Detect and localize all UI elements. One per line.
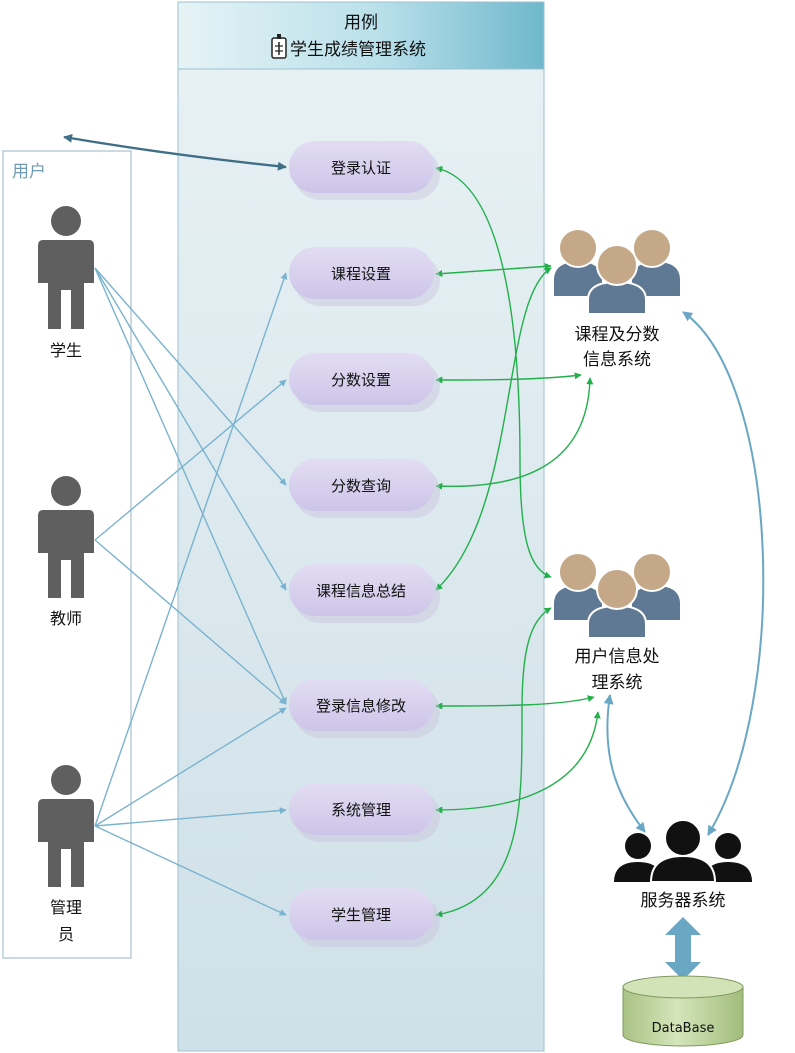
assoc-line: [94, 267, 287, 591]
person-icon: [38, 765, 94, 887]
database-cylinder: DataBase: [622, 975, 744, 1047]
course-system-label-2: 信息系统: [583, 350, 651, 370]
use-case-label: 登录认证: [331, 159, 391, 177]
server-line: [603, 694, 646, 833]
person-icon: [38, 476, 94, 598]
use-case-label: 分数设置: [331, 371, 391, 389]
assoc-line: [94, 807, 287, 827]
use-case-label: 分数查询: [331, 477, 391, 495]
assoc-line: [94, 539, 287, 705]
course-system-label-1: 课程及分数: [575, 325, 660, 345]
database-label: DataBase: [652, 1021, 715, 1036]
user-system-label-1: 用户信息处: [575, 647, 660, 667]
assoc-line: [94, 379, 287, 541]
system-associations: [435, 165, 601, 918]
assoc-line: [94, 267, 287, 486]
assoc-line: [63, 133, 287, 171]
use-case-label: 课程信息总结: [316, 582, 406, 600]
assoc-line: [94, 707, 287, 827]
use-case-course-settings[interactable]: 课程设置: [289, 247, 440, 306]
document-icon: [271, 34, 287, 59]
actor-associations: [63, 133, 288, 916]
system-name: 学生成绩管理系统: [290, 40, 426, 60]
actor-group-title: 用户: [12, 162, 46, 182]
actor-admin-label-1: 管理: [50, 898, 82, 917]
server-system-label: 服务器系统: [641, 891, 726, 911]
actor-student-label: 学生: [50, 341, 82, 360]
actor-teacher: 教师: [38, 476, 94, 628]
db-double-arrow: [665, 917, 701, 980]
user-info-system: 用户信息处 理系统: [554, 552, 680, 693]
server-system: 服务器系统: [614, 819, 752, 911]
actor-student: 学生: [38, 206, 94, 360]
course-score-system: 课程及分数 信息系统: [554, 228, 680, 370]
user-system-label-2: 理系统: [592, 673, 643, 693]
actor-admin: 管理 员: [38, 765, 94, 944]
boundary-title: 用例: [344, 13, 378, 33]
server-links: [603, 311, 765, 836]
group-icon: [554, 228, 680, 315]
use-case-label: 学生管理: [331, 906, 391, 924]
group-icon: [554, 552, 680, 639]
assoc-line: [94, 267, 287, 705]
person-icon: [38, 206, 94, 329]
use-case-list: 登录认证 课程设置 分数设置 分数查询 课程信息总结 登录信息修改: [289, 141, 440, 947]
boundary-header: [177, 1, 545, 70]
actor-teacher-label: 教师: [50, 609, 82, 628]
use-case-score-settings[interactable]: 分数设置: [289, 353, 440, 412]
server-line: [682, 311, 765, 836]
use-case-login-info-edit[interactable]: 登录信息修改: [289, 679, 440, 738]
use-case-label: 系统管理: [331, 801, 391, 819]
actor-admin-label-2: 员: [58, 925, 74, 944]
use-case-score-query[interactable]: 分数查询: [289, 459, 440, 518]
system-line: [435, 607, 552, 918]
server-group-icon: [614, 819, 752, 883]
assoc-line: [94, 825, 287, 916]
system-line: [435, 267, 552, 591]
use-case-label: 登录信息修改: [316, 697, 406, 715]
use-case-course-summary[interactable]: 课程信息总结: [289, 564, 440, 623]
use-case-student-admin[interactable]: 学生管理: [289, 888, 440, 947]
use-case-label: 课程设置: [331, 265, 391, 283]
use-case-system-admin[interactable]: 系统管理: [289, 783, 440, 842]
use-case-login[interactable]: 登录认证: [289, 141, 440, 200]
assoc-line: [94, 272, 288, 827]
